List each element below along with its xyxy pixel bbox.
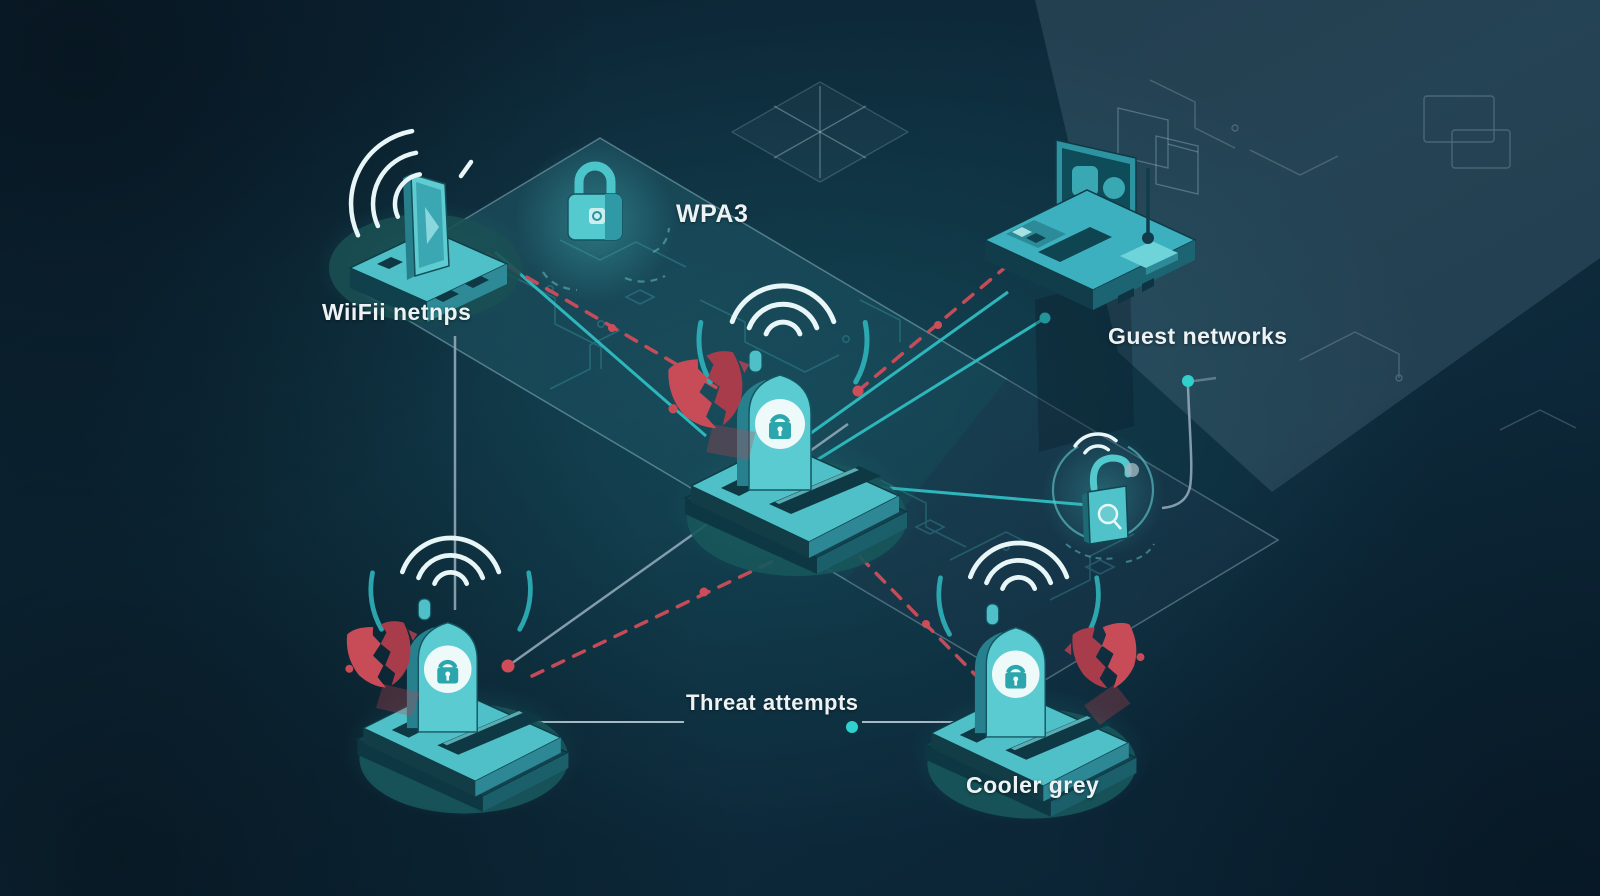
blueprint-star-sketch [730, 81, 910, 183]
label-cooler-grey: Cooler grey [966, 772, 1100, 798]
label-threat-attempts: Threat attempts [686, 690, 859, 715]
band-circuit-traces [1149, 79, 1577, 431]
label-wifi-networks: WiiFii netnps [322, 299, 472, 325]
connection-dots [501, 312, 1194, 733]
red-dot [501, 659, 515, 673]
wifi-arcs-icon [348, 128, 474, 238]
teal-dot [846, 721, 858, 733]
wireframe-panels [1117, 107, 1199, 195]
teal-dot [1182, 375, 1194, 387]
red-dot [852, 385, 864, 397]
sketch-arcs [542, 227, 671, 292]
label-guest-networks: Guest networks [1108, 323, 1288, 349]
light-band [1035, 0, 1600, 492]
hub-shadow [1035, 274, 1134, 452]
antenna-icon [1142, 168, 1154, 244]
label-wpa3: WPA3 [676, 200, 749, 228]
magnifier-icon [1097, 503, 1122, 530]
wpa3-lock-icon [515, 142, 675, 302]
wifi-arcs-icon [1073, 432, 1118, 455]
tablet-icon [403, 172, 450, 280]
line-guestdot-to-scanlock [1161, 386, 1193, 510]
red-dash-center-to-bottomright [826, 522, 994, 694]
scan-lock-node [1041, 432, 1165, 563]
guest-hub-node [983, 107, 1199, 452]
wifi-router-node [315, 128, 535, 328]
teal-dot [1039, 312, 1051, 324]
